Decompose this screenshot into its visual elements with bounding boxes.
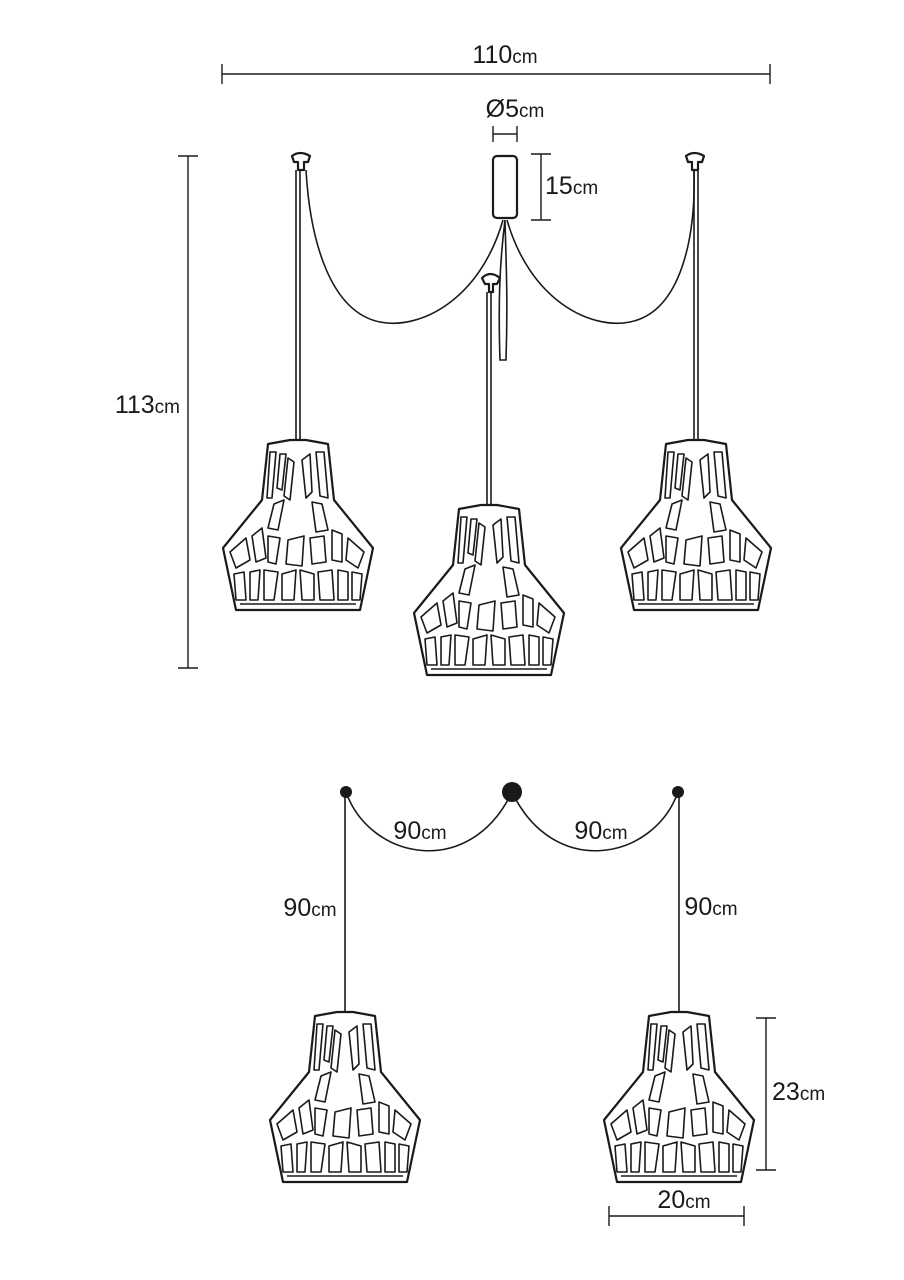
right-cable-length-label: 90cm xyxy=(574,817,627,845)
left-ceiling-hook xyxy=(290,151,312,172)
right-drop-length-label: 90cm xyxy=(684,893,737,921)
total-width-label: 110cm xyxy=(472,41,537,69)
shade-height-dimension: 23cm xyxy=(756,1017,825,1171)
center-hook xyxy=(480,272,502,294)
left-pendant-shade xyxy=(221,438,375,612)
canopy-diameter-label: Ø5cm xyxy=(486,95,545,123)
total-height-dimension: 113cm xyxy=(115,155,198,669)
shade-width-label: 20cm xyxy=(657,1186,710,1214)
left-cable-length-label: 90cm xyxy=(393,817,446,845)
total-width-dimension: 110cm xyxy=(221,41,771,84)
canopy-height-label: 15cm xyxy=(545,172,598,200)
canopy-diameter-dimension: Ø5cm xyxy=(486,95,545,142)
shade-height-label: 23cm xyxy=(772,1078,825,1106)
total-height-label: 113cm xyxy=(115,391,180,419)
cables xyxy=(295,169,699,505)
right-pendant-shade xyxy=(619,438,773,612)
center-pendant-shade xyxy=(412,503,566,677)
swag-cables xyxy=(344,791,680,1012)
shade-width-dimension: 20cm xyxy=(608,1186,745,1226)
ceiling-canopy xyxy=(491,154,519,220)
left-drop-length-label: 90cm xyxy=(283,894,336,922)
bottom-left-pendant-shade xyxy=(268,1010,422,1184)
right-ceiling-hook xyxy=(684,151,706,172)
canopy-height-dimension: 15cm xyxy=(531,153,598,221)
bottom-right-pendant-shade xyxy=(602,1010,756,1184)
